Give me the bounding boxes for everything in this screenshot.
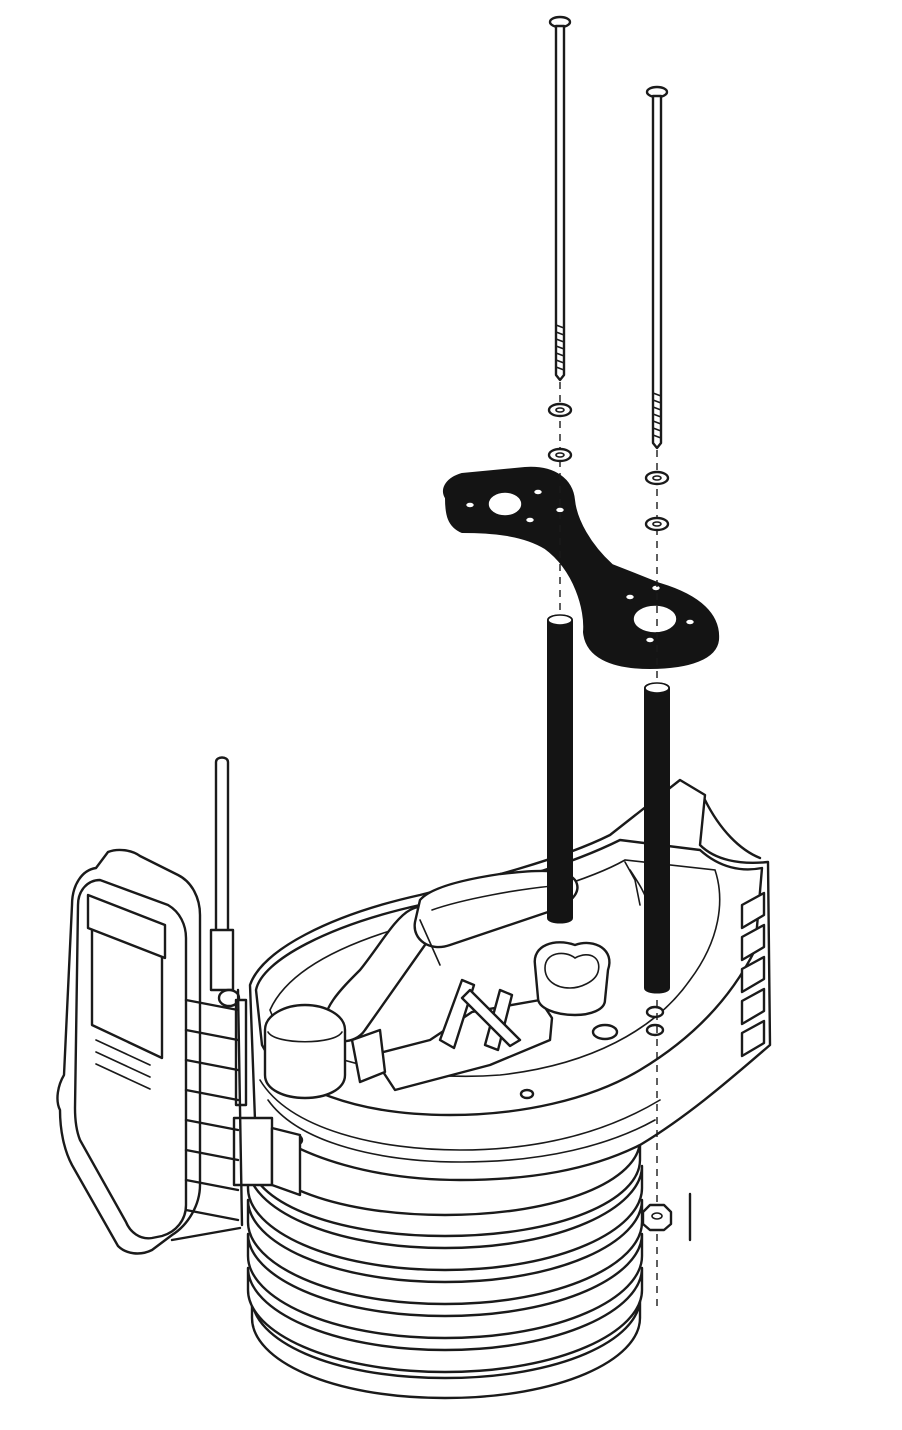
long-screw-left (548, 15, 572, 382)
mounting-bracket (443, 466, 720, 670)
solar-panel-module (56, 848, 244, 1255)
long-screw-right (645, 85, 669, 450)
washers-and-nuts (547, 402, 673, 1232)
radiation-shield-plates (246, 1138, 644, 1400)
spacer-rods (547, 614, 670, 994)
tipping-bucket-assembly (263, 869, 611, 1100)
sensor-housing (248, 778, 772, 1182)
